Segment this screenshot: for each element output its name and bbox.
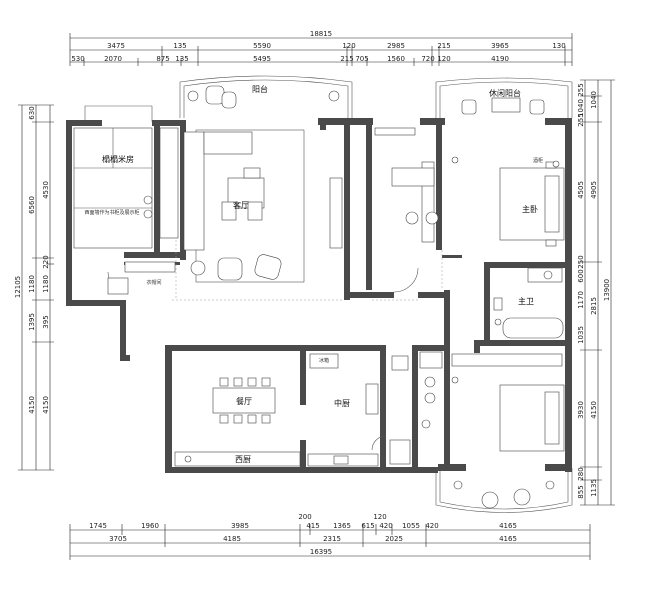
dim-left-in-5: 4150 <box>42 396 50 414</box>
dim-right-total: 13900 <box>603 279 611 301</box>
dim-right-in-7: 1170 <box>577 291 585 309</box>
label-kitchen: 中厨 <box>334 398 350 408</box>
dim-top2-6: 215 <box>340 55 353 63</box>
leisure-balcony-furniture <box>461 97 545 115</box>
label-master-bath: 主卫 <box>518 296 534 306</box>
dim-bottom2-1: 3705 <box>109 535 127 543</box>
dim-top-3: 5590 <box>253 42 271 50</box>
dim-bottom-6: 1365 <box>333 522 351 530</box>
label-closet: 衣帽间 <box>146 279 161 286</box>
balconies <box>84 75 573 513</box>
label-study-note: 西面墙作为书柜及展示柜 <box>84 209 139 216</box>
dim-top2-3: 875 <box>156 55 169 63</box>
dim-right-in-1: 255 <box>577 83 585 96</box>
label-master-bedroom: 主卧 <box>522 204 538 214</box>
label-west-kitchen: 西厨 <box>235 455 251 464</box>
master-bath-furniture <box>493 267 564 339</box>
dim-bottom2-3: 2315 <box>323 535 341 543</box>
dim-top2-11: 4190 <box>491 55 509 63</box>
dim-top-8: 130 <box>552 42 565 50</box>
dim-bottom-4: 200 <box>298 513 311 521</box>
label-study: 榻榻米房 <box>102 154 134 164</box>
dim-top-6: 215 <box>437 42 450 50</box>
dim-bottom-8: 615 <box>361 522 374 530</box>
dim-top-1: 3475 <box>107 42 125 50</box>
bottom-dimensions: 1745 1960 3985 200 415 1365 120 615 420 … <box>69 513 591 560</box>
dim-bottom-3: 3985 <box>231 522 249 530</box>
dim-bottom-9: 420 <box>379 522 392 530</box>
dim-right-in-4: 4505 <box>577 181 585 199</box>
dim-right-in-11: 855 <box>577 485 585 498</box>
label-dining: 餐厅 <box>236 397 252 406</box>
left-dimensions: 12105 630 6560 1180 1395 4150 4530 220 1… <box>14 104 54 471</box>
dim-bottom-10: 1055 <box>402 522 420 530</box>
dim-bottom-12: 4165 <box>499 522 517 530</box>
dim-left-total: 12105 <box>14 276 22 298</box>
master-furniture <box>374 127 565 247</box>
corridor-bath-furniture <box>389 351 443 465</box>
label-terrace: 阳台 <box>252 84 268 94</box>
dim-right-1: 1040 <box>590 91 598 109</box>
top-dimensions: 18815 3475 135 5590 120 2985 215 3965 13… <box>69 30 573 66</box>
dim-left-3: 1180 <box>28 275 36 293</box>
dim-left-4: 1395 <box>28 313 36 331</box>
dining-furniture <box>174 377 301 467</box>
study-furniture <box>73 127 179 295</box>
dim-bottom-11: 420 <box>425 522 438 530</box>
dim-left-in-2: 220 <box>42 255 50 268</box>
dim-right-in-3: 255 <box>577 113 585 126</box>
dim-top2-10: 120 <box>437 55 450 63</box>
label-living: 客厅 <box>233 200 249 210</box>
dim-right-in-6: 600 <box>577 269 585 282</box>
dim-right-5: 1135 <box>590 479 598 497</box>
dim-left-5: 4150 <box>28 396 36 414</box>
room-labels: 阳台 休闲阳台 榻榻米房 西面墙作为书柜及展示柜 客厅 主卧 主卫 餐厅 中厨 … <box>84 84 543 464</box>
dim-top2-5: 5495 <box>253 55 271 63</box>
label-fridge: 冰箱 <box>319 357 329 364</box>
dim-right-2: 4905 <box>590 181 598 199</box>
dim-left-in-3: 1180 <box>42 275 50 293</box>
dim-top2-4: 135 <box>175 55 188 63</box>
dim-top2-7: 705 <box>355 55 368 63</box>
dim-bottom-2: 1960 <box>141 522 159 530</box>
dim-top-4: 120 <box>342 42 355 50</box>
dim-left-1: 630 <box>28 106 36 119</box>
dim-top-5: 2985 <box>387 42 405 50</box>
dim-top2-9: 720 <box>421 55 434 63</box>
dim-right-3: 2815 <box>590 297 598 315</box>
dim-top-total: 18815 <box>310 30 332 38</box>
dim-bottom2-2: 4185 <box>223 535 241 543</box>
dim-right-in-9: 3930 <box>577 401 585 419</box>
dim-left-in-4: 395 <box>42 315 50 328</box>
dim-bottom-7: 120 <box>373 513 386 521</box>
bedroom-two-furniture <box>451 353 565 509</box>
right-dimensions: 255 1040 255 4505 250 600 1170 1035 3930… <box>577 79 615 506</box>
label-leisure-balcony: 休闲阳台 <box>489 88 521 98</box>
dim-bottom-total: 16395 <box>310 548 332 556</box>
dim-top2-2: 2070 <box>104 55 122 63</box>
dim-right-in-8: 1035 <box>577 326 585 344</box>
dim-left-in-1: 4530 <box>42 181 50 199</box>
living-furniture <box>183 129 343 283</box>
dim-bottom-1: 1745 <box>89 522 107 530</box>
dim-bottom2-5: 4165 <box>499 535 517 543</box>
walls <box>66 118 572 473</box>
dim-left-2: 6560 <box>28 196 36 214</box>
label-wine: 酒柜 <box>533 157 543 164</box>
dim-bottom2-4: 2025 <box>385 535 403 543</box>
dim-right-in-2: 1040 <box>577 99 585 117</box>
terrace-furniture <box>187 85 340 109</box>
dim-right-4: 4150 <box>590 401 598 419</box>
kitchen-furniture <box>307 353 379 467</box>
dim-top-2: 135 <box>173 42 186 50</box>
dim-top2-8: 1560 <box>387 55 405 63</box>
dim-right-in-5: 250 <box>577 255 585 268</box>
dim-top2-1: 530 <box>71 55 84 63</box>
dim-top-7: 3965 <box>491 42 509 50</box>
dim-right-in-10: 280 <box>577 467 585 480</box>
dim-bottom-5: 415 <box>306 522 319 530</box>
